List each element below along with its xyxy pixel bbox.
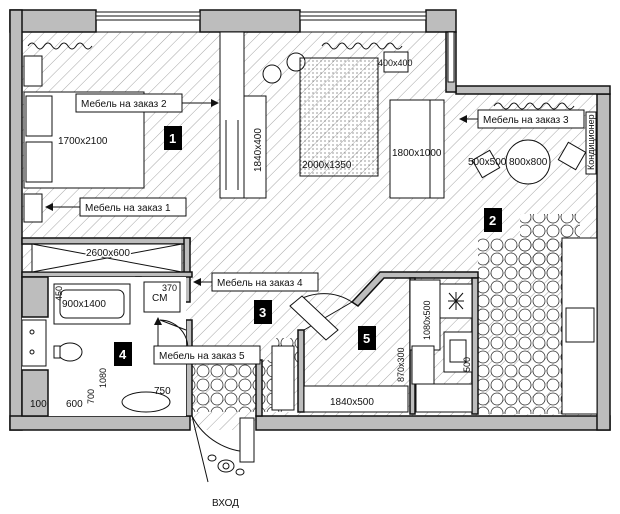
callout-4-label: Мебель на заказ 4 <box>217 277 303 289</box>
room-badge-2: 2 <box>484 208 502 232</box>
kitchen-sink <box>443 331 473 373</box>
aircon-label: Кондиционер <box>586 114 596 170</box>
room-number-5: 5 <box>363 331 370 346</box>
radiator-3 <box>493 102 575 110</box>
radiator-1 <box>27 42 93 50</box>
tap-1 <box>29 329 35 335</box>
pillow-1 <box>25 95 53 137</box>
callout-1-label: Мебель на заказ 1 <box>85 202 171 214</box>
room-number-4: 4 <box>119 347 127 362</box>
wc-wall-1 <box>21 276 49 318</box>
pouf <box>383 51 409 73</box>
callout-2-label: Мебель на заказ 2 <box>81 98 167 110</box>
aircon-unit <box>585 111 597 175</box>
pouf-dimension: 400x400 <box>378 58 413 68</box>
hall-closet-dimension: 1080x500 <box>422 300 432 340</box>
radiator-2 <box>321 42 403 50</box>
toilet <box>57 342 83 362</box>
tap-2 <box>29 349 35 355</box>
carpet <box>299 57 379 177</box>
washer-dimension: 370 <box>162 283 177 293</box>
hall-bench-dimension: 1840x500 <box>330 397 374 408</box>
wardrobe-door <box>243 95 267 199</box>
room-badge-3: 3 <box>254 300 272 324</box>
hall-small-cabinet <box>411 345 435 385</box>
wc-wall-2 <box>21 369 49 417</box>
fridge <box>565 307 595 343</box>
callout-5: Мебель на заказ 5 <box>153 317 261 365</box>
sink-width-dimension: 600 <box>66 399 83 410</box>
room-number-3: 3 <box>259 305 266 320</box>
chair-dimension: 500x500 <box>468 157 507 168</box>
bath-depth: 450 <box>54 286 64 301</box>
bathtub-inner <box>59 289 125 319</box>
bathtub <box>53 283 131 325</box>
kitchen-small-unit <box>415 383 473 413</box>
person-icon <box>207 454 245 476</box>
entrance-door-leaf <box>239 417 255 463</box>
table-dimension: 800x800 <box>509 157 548 168</box>
room-number-1: 1 <box>169 131 176 146</box>
toilet-tank <box>53 345 61 359</box>
windows <box>95 11 455 83</box>
sink <box>121 391 171 413</box>
carpet-dimension: 2000x1350 <box>302 160 352 171</box>
sofa-back <box>429 99 445 199</box>
entrance-label: ВХОД <box>212 498 239 509</box>
callout-3: Мебель на заказ 3 <box>459 109 585 129</box>
bed-dimension: 1700x2100 <box>58 136 108 147</box>
callout-5-label: Мебель на заказ 5 <box>159 350 245 362</box>
callout-3-label: Мебель на заказ 3 <box>483 114 569 126</box>
shoe-rack <box>271 345 295 411</box>
room-number-2: 2 <box>489 213 496 228</box>
room-badge-4: 4 <box>114 342 132 366</box>
nightstand-bottom <box>23 193 43 223</box>
washer-label: СМ <box>152 293 167 304</box>
hall-door-leaf <box>289 295 339 341</box>
bath-dimension: 900x1400 <box>62 299 106 310</box>
pillow-2 <box>25 141 53 183</box>
hall-small-dimension: 870x300 <box>396 347 406 382</box>
dining-table <box>505 139 551 185</box>
floor-cutout-top-right <box>456 10 606 94</box>
chair-left <box>471 149 501 179</box>
washbasin-cabinet <box>21 319 47 367</box>
v1080-dimension: 1080 <box>98 368 108 388</box>
bench-diag-2 <box>31 243 183 273</box>
v700-dimension: 700 <box>86 389 96 404</box>
bench-dimension: 2600x600 <box>86 248 130 259</box>
callout-2: Мебель на заказ 2 <box>75 93 219 113</box>
room-badge-1: 1 <box>164 126 182 150</box>
wardrobe <box>219 31 245 199</box>
nightstand-top <box>23 55 43 87</box>
kitchen-sink-bowl <box>449 339 467 363</box>
plant-1 <box>262 64 282 84</box>
kitchen-small-dimension: 500 <box>462 357 472 372</box>
hob-mark-4 <box>448 292 464 310</box>
door-750-dimension: 750 <box>154 386 171 397</box>
room-badge-5: 5 <box>358 326 376 350</box>
sofa-dimension: 1800x1000 <box>392 148 442 159</box>
wardrobe-dimension: 1840x400 <box>253 128 264 172</box>
callout-4: Мебель на заказ 4 <box>193 272 319 292</box>
hall-bench <box>303 385 409 413</box>
wc-left-dimension: 100 <box>30 399 47 410</box>
chair-right <box>557 141 587 171</box>
callout-1: Мебель на заказ 1 <box>45 197 187 217</box>
washer <box>143 281 181 313</box>
outer-walls <box>9 9 611 431</box>
